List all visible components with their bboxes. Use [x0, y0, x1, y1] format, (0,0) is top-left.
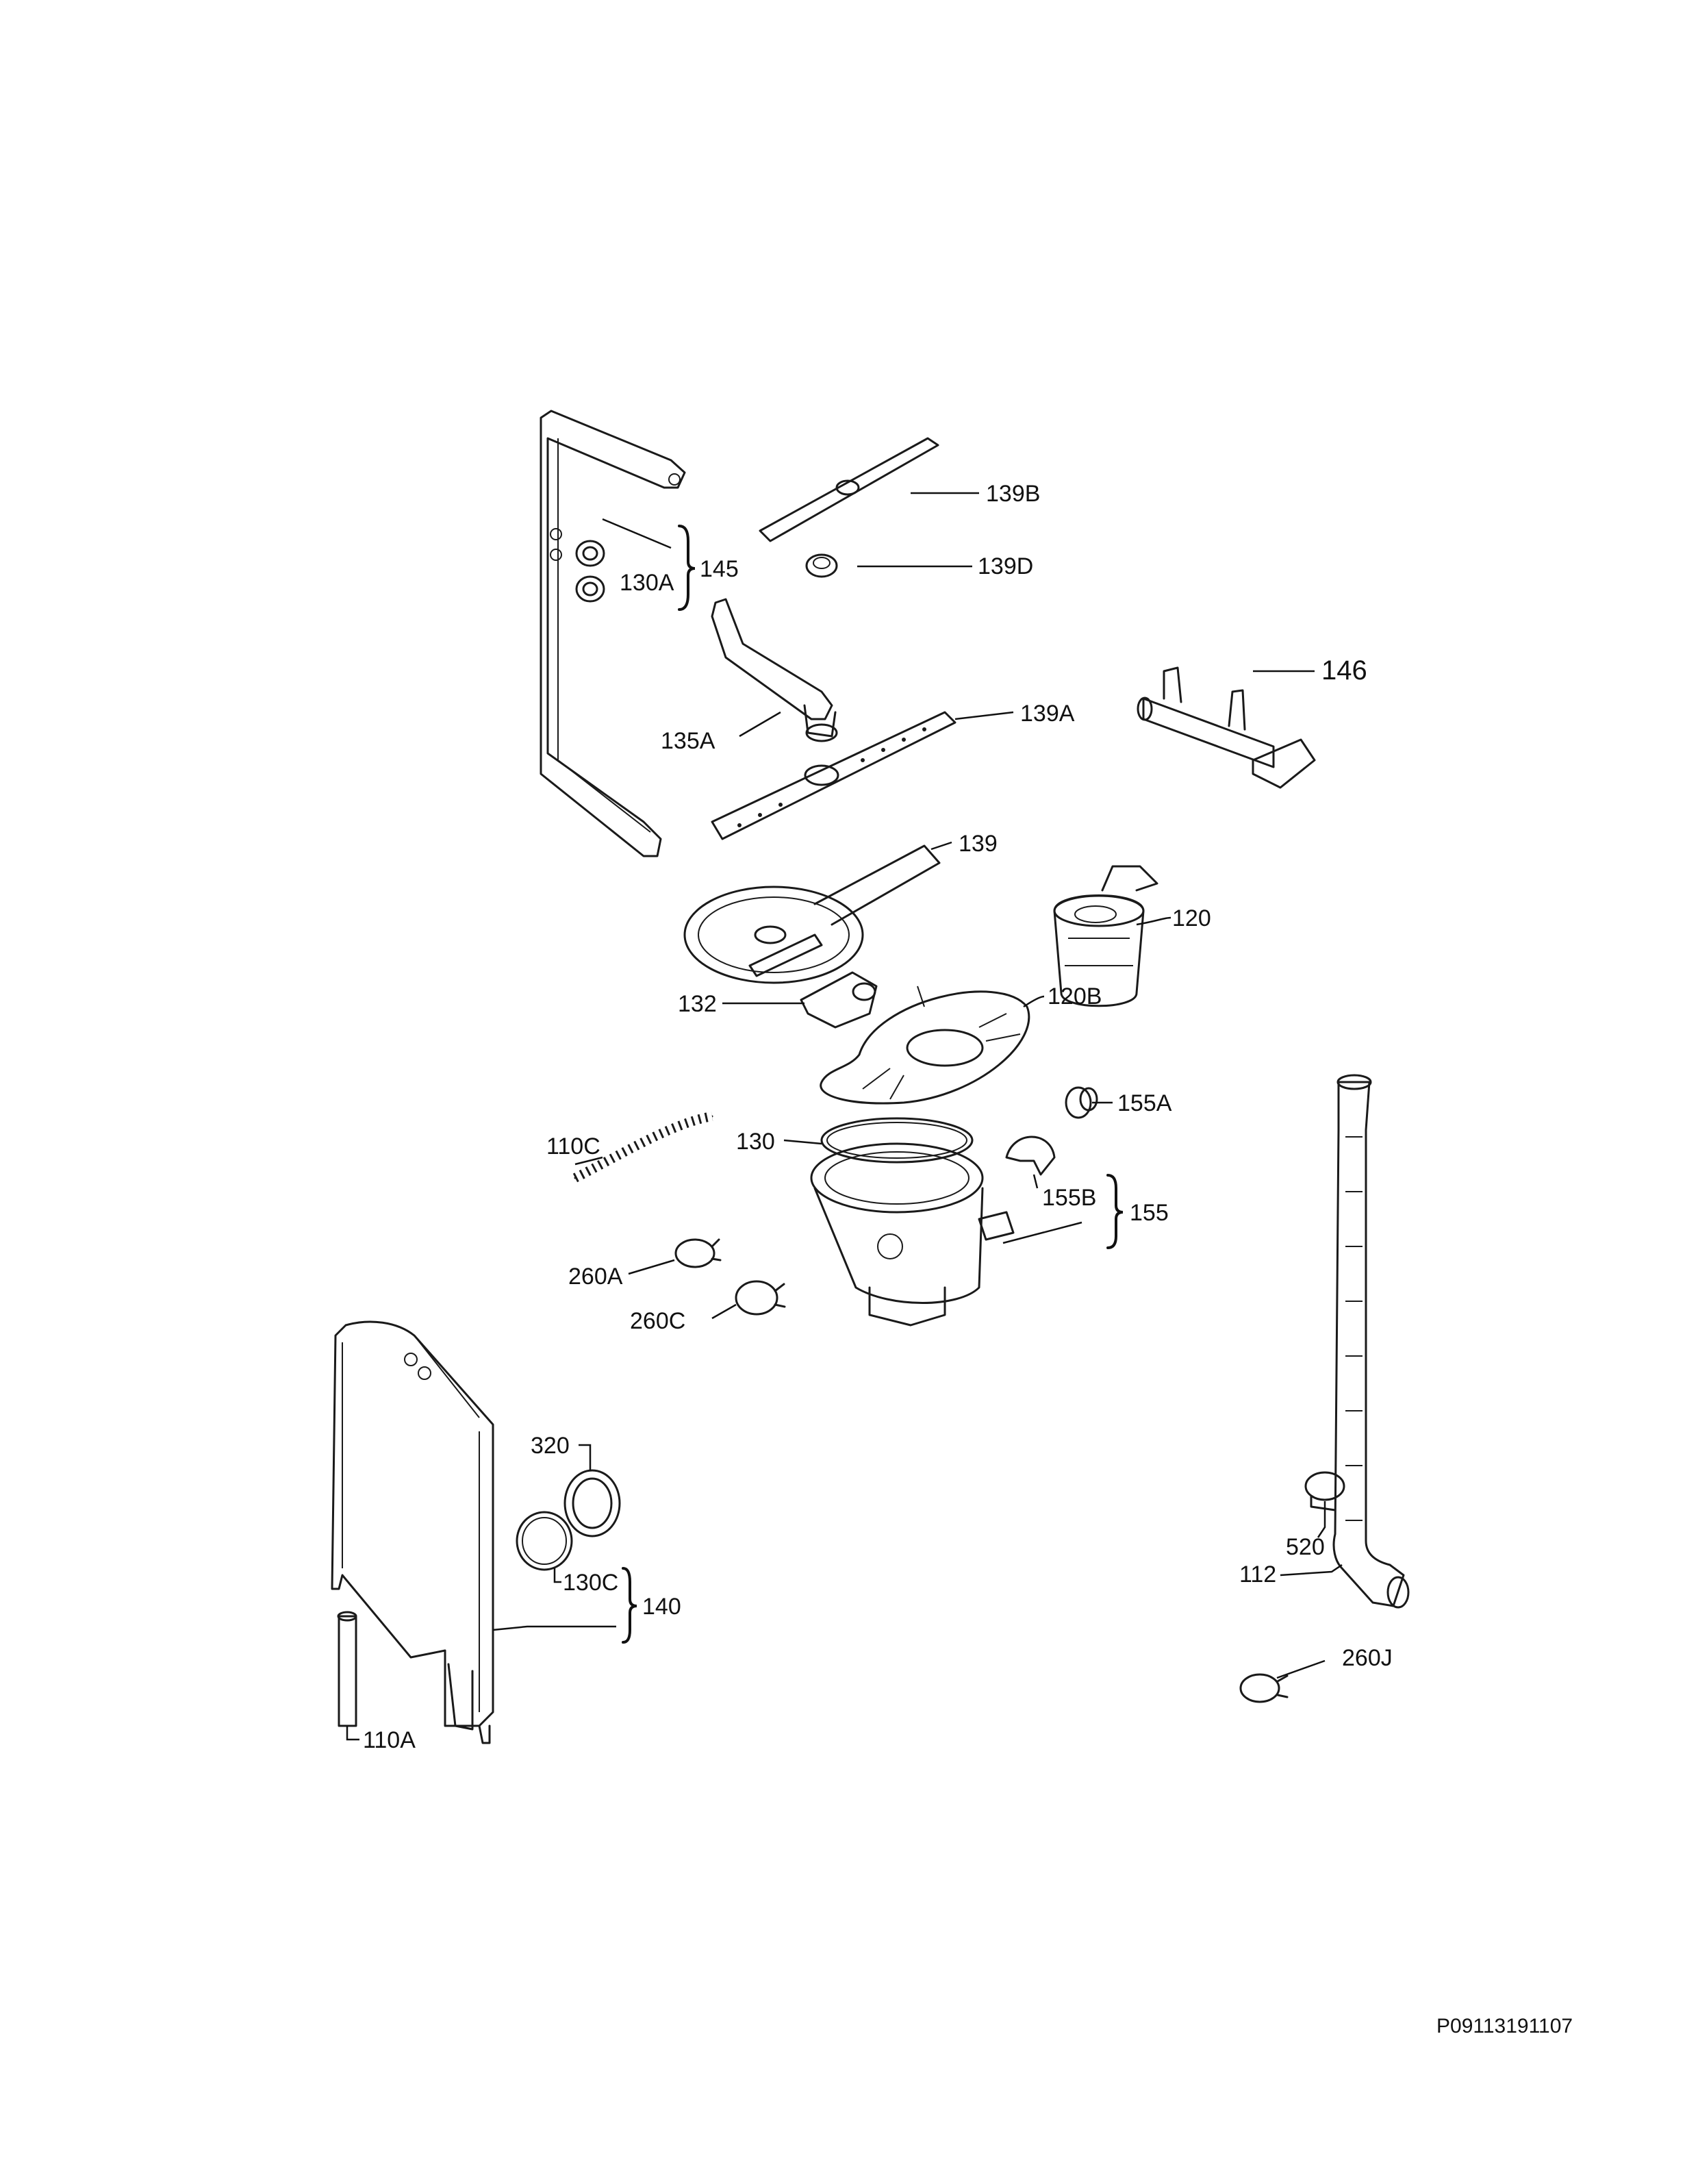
drawing-code: P09113191107: [1436, 2015, 1573, 2037]
label-130c: 130C: [563, 1570, 618, 1596]
label-155b: 155B: [1042, 1185, 1096, 1211]
label-146: 146: [1321, 655, 1367, 686]
label-120b: 120B: [1048, 983, 1102, 1009]
connector-155a-part: [1065, 1086, 1098, 1119]
spray-tube-146-part: [1137, 666, 1316, 789]
lower-spray-arm-139-part: [683, 844, 941, 984]
label-132: 132: [678, 991, 717, 1017]
clamp-260j-part: [1239, 1673, 1289, 1703]
seal-130a-part: [575, 540, 605, 603]
seal-ring-130-part: [820, 1117, 974, 1164]
label-139a: 139A: [1020, 701, 1075, 727]
label-260j: 260J: [1342, 1645, 1393, 1671]
label-130a: 130A: [620, 570, 674, 596]
part-labels: 139B 139D 145 130A 146 135A 139A 139 120…: [363, 481, 1393, 1753]
label-145: 145: [700, 556, 739, 582]
brace-145: [678, 525, 696, 611]
label-139: 139: [959, 831, 998, 857]
sump-housing-part: [810, 1142, 1015, 1327]
upper-supply-pipe-part: [540, 410, 686, 857]
label-260c: 260C: [630, 1308, 685, 1334]
label-112: 112: [1239, 1561, 1276, 1587]
hose-110c-part: [572, 1112, 713, 1183]
brace-155: [1106, 1174, 1124, 1249]
gasket-320-part: [563, 1469, 621, 1537]
label-155a: 155A: [1117, 1090, 1172, 1116]
clamp-260c-part: [735, 1280, 786, 1316]
label-155: 155: [1130, 1200, 1169, 1226]
label-320: 320: [531, 1433, 570, 1459]
braces: [622, 525, 1124, 1644]
brace-140: [622, 1567, 637, 1644]
label-130: 130: [736, 1129, 775, 1155]
label-139d: 139D: [978, 553, 1033, 579]
upper-spray-arm-139b-part: [759, 437, 939, 542]
nut-139d-part: [805, 553, 838, 578]
label-120: 120: [1172, 905, 1211, 931]
label-135a: 135A: [661, 728, 715, 754]
container-140-part: [331, 1320, 494, 1744]
drain-hose-112-part: [1332, 1074, 1410, 1609]
filter-120-part: [1053, 865, 1158, 1007]
spray-arm-holder-135a-part: [711, 598, 838, 742]
label-260a: 260A: [568, 1264, 623, 1290]
tube-110a-part: [337, 1611, 357, 1727]
label-110a: 110A: [363, 1727, 416, 1753]
clip-520-part: [1304, 1471, 1345, 1511]
label-520: 520: [1286, 1534, 1325, 1560]
clamp-260a-part: [674, 1238, 722, 1268]
label-139b: 139B: [986, 481, 1040, 507]
part-155b-part: [1005, 1135, 1056, 1176]
fine-filter-120b-part: [820, 986, 1030, 1105]
leader-lines: [346, 492, 1343, 1741]
label-140: 140: [642, 1594, 681, 1620]
nozzle-132-part: [800, 971, 878, 1029]
ring-130c-part: [516, 1511, 573, 1571]
label-110c: 110C: [546, 1133, 600, 1159]
middle-spray-arm-139a-part: [711, 711, 956, 840]
